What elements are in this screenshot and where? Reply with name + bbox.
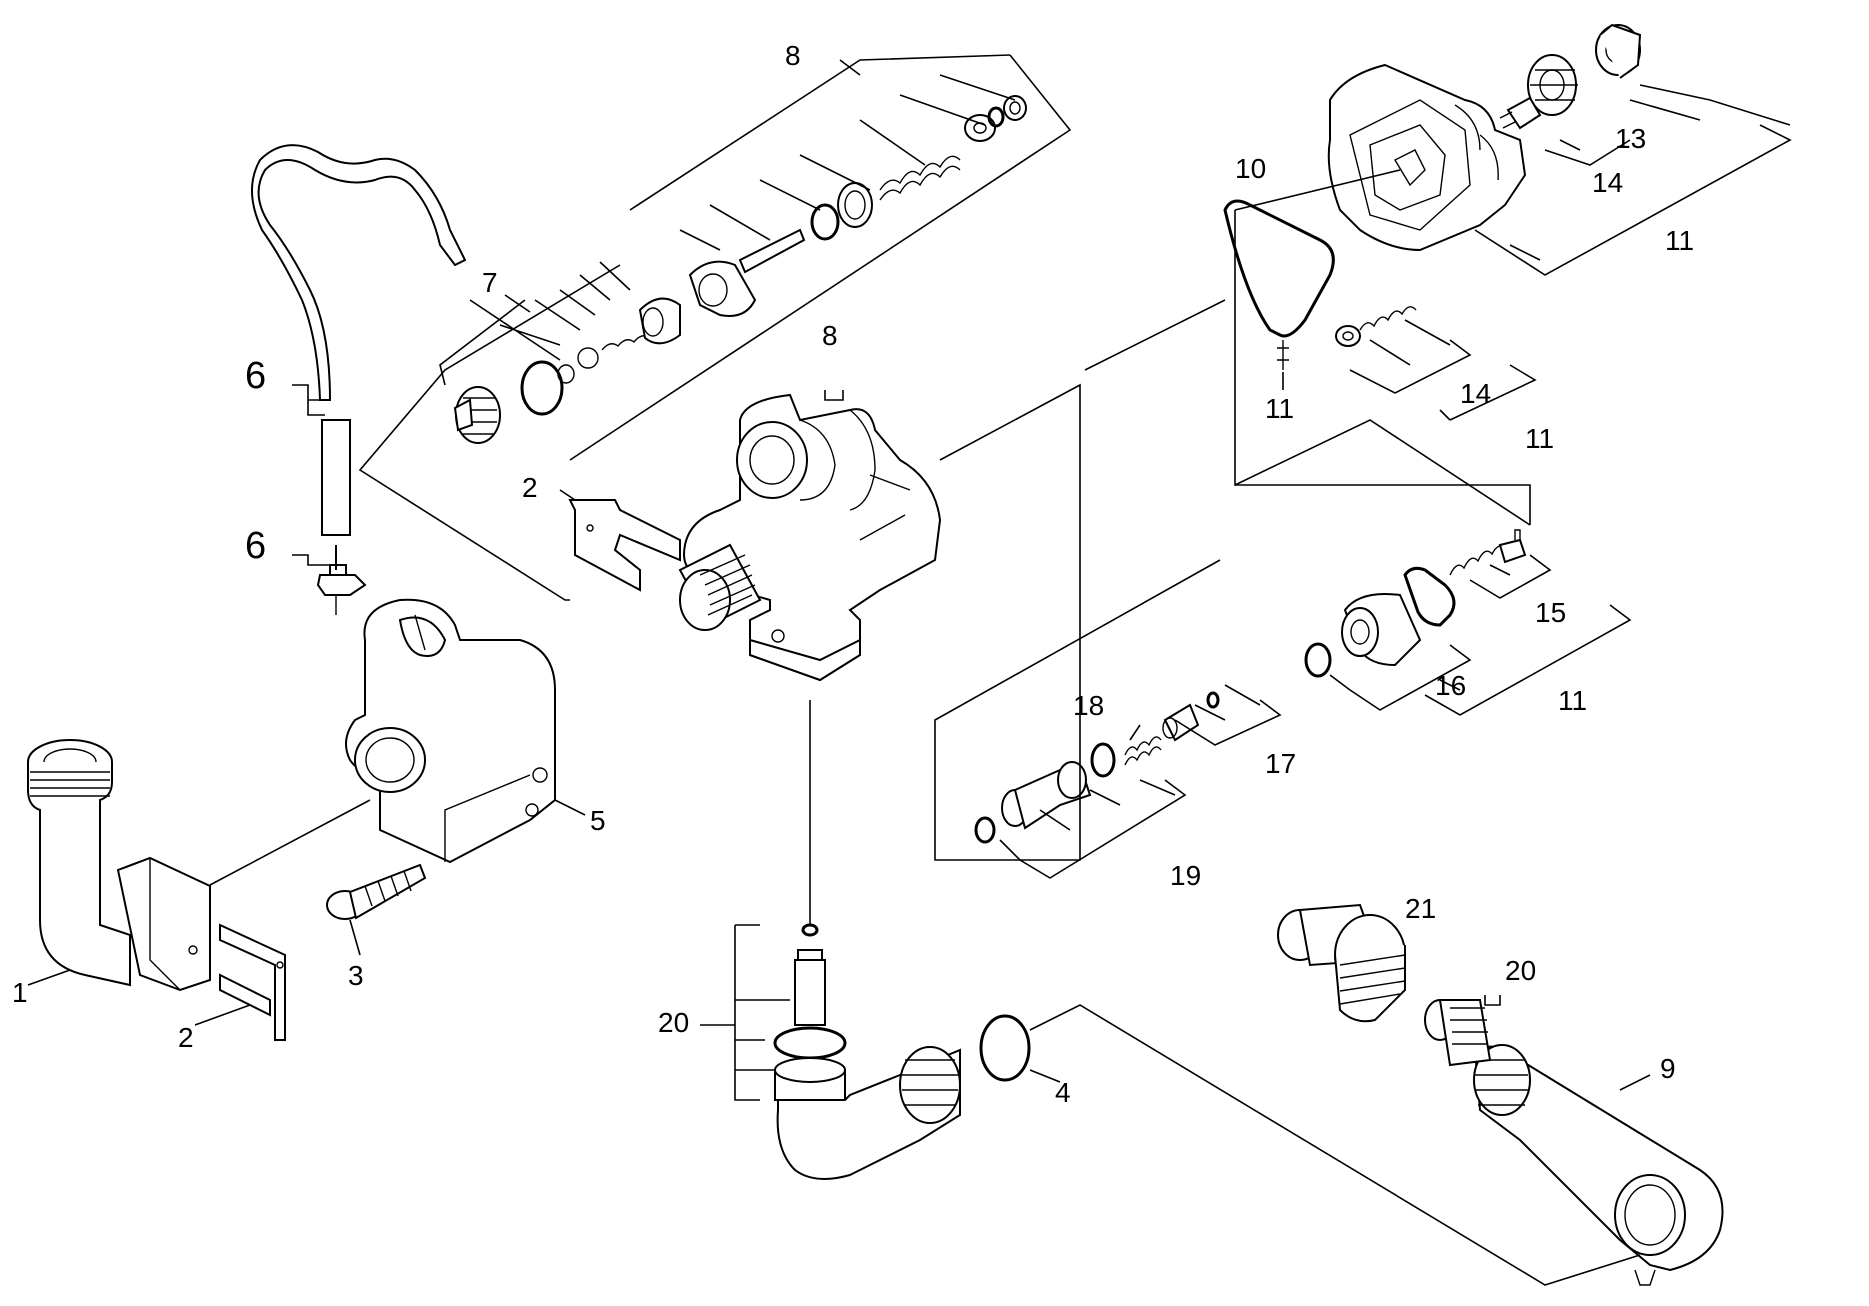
callout-17: 17 xyxy=(1265,748,1296,779)
callout-18: 18 xyxy=(1073,690,1104,721)
part-9-hose-elbow xyxy=(776,1044,1724,1286)
part-21-coupling xyxy=(1277,903,1406,1023)
part-3-bolt xyxy=(326,863,427,920)
callout-11-lower: 11 xyxy=(1558,685,1587,716)
leader-lines xyxy=(27,54,1792,1286)
callout-16: 16 xyxy=(1435,670,1466,701)
part-1-elbow-inlet xyxy=(27,739,211,992)
callout-19: 19 xyxy=(1170,860,1201,891)
callout-13: 13 xyxy=(1615,123,1646,154)
callout-6-lower: 6 xyxy=(245,525,266,567)
part-7-valve-set xyxy=(453,297,681,444)
part-13-valve-seat xyxy=(1527,23,1642,116)
part-15-valve-spring xyxy=(1449,529,1527,576)
callout-8-upper: 8 xyxy=(785,40,801,71)
callout-8-main: 8 xyxy=(822,320,838,351)
callout-6-upper: 6 xyxy=(245,355,266,397)
callout-4: 4 xyxy=(1055,1077,1071,1108)
part-20-filter xyxy=(1424,999,1492,1067)
part-5-housing xyxy=(345,598,556,864)
part-16-valve-insert xyxy=(1304,566,1456,678)
part-14-valve-upper xyxy=(1499,96,1542,130)
part-4-o-ring xyxy=(979,1014,1031,1082)
part-20-connector-lower xyxy=(773,923,847,1101)
callout-11-gasket: 11 xyxy=(1265,393,1294,424)
part-10-gasket xyxy=(1223,199,1335,370)
callout-11-head: 11 xyxy=(1665,225,1694,256)
part-14-valve-lower xyxy=(1335,306,1417,347)
callout-21: 21 xyxy=(1405,893,1436,924)
callout-14-lower: 14 xyxy=(1460,378,1491,409)
callout-5: 5 xyxy=(590,805,606,836)
part-8-valve-parts-upper xyxy=(688,95,1027,317)
part-2-clip-lower xyxy=(219,923,286,1041)
part-8-pump-head xyxy=(678,393,942,682)
callout-9: 9 xyxy=(1660,1053,1676,1084)
callout-10: 10 xyxy=(1235,153,1266,184)
part-18-spring xyxy=(1124,736,1162,766)
part-2-clip-upper xyxy=(568,499,681,592)
callout-2-upper: 2 xyxy=(522,472,538,503)
part-19-valve-body xyxy=(974,742,1116,844)
callout-15: 15 xyxy=(1535,597,1566,628)
part-6-bypass-hose xyxy=(251,144,467,615)
callout-labels: 1 2 2 3 4 5 6 6 7 8 8 9 10 11 11 11 11 1… xyxy=(12,40,1694,1108)
callout-14-upper: 14 xyxy=(1592,167,1623,198)
callout-7: 7 xyxy=(482,267,498,298)
part-11-cylinder-head xyxy=(1327,63,1527,252)
callout-3: 3 xyxy=(348,960,364,991)
callout-20-upper: 20 xyxy=(1505,955,1536,986)
part-17-valve-parts xyxy=(1162,691,1220,742)
callout-20-lower: 20 xyxy=(658,1007,689,1038)
callout-2-lower: 2 xyxy=(178,1022,194,1053)
callout-1: 1 xyxy=(12,977,28,1008)
callout-11-mid: 11 xyxy=(1525,423,1554,454)
